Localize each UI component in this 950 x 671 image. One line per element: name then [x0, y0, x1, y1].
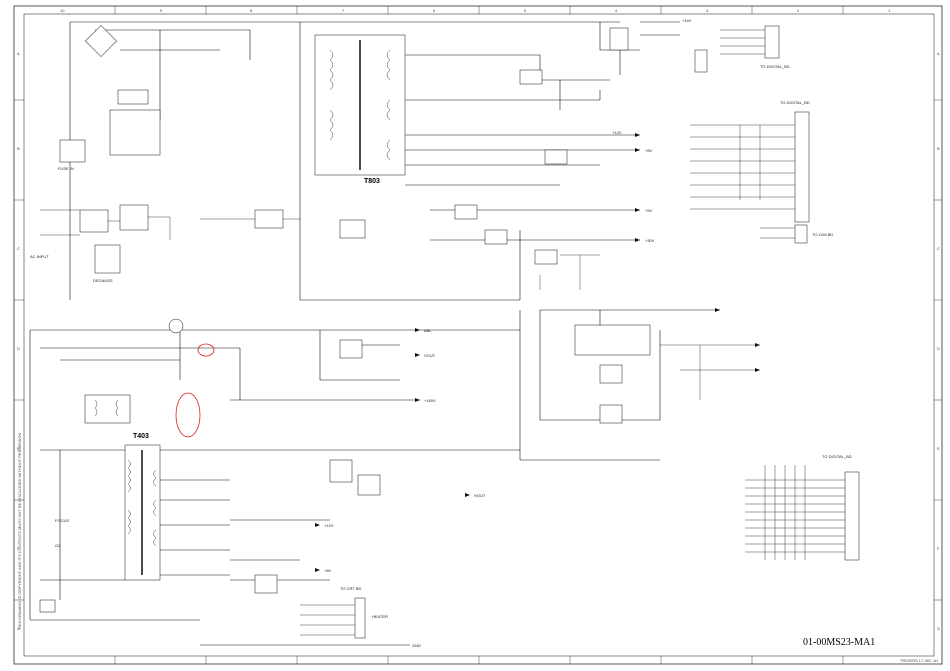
regulator-ic: [484, 229, 508, 245]
row-label: D: [17, 346, 20, 351]
row-label: G: [937, 626, 940, 631]
connector-label: TO CRT BD: [340, 586, 361, 591]
line-choke: [119, 204, 149, 231]
row-label: A: [17, 51, 20, 56]
regulator-ic: [357, 474, 381, 496]
upper-psu-section: FUSE IN AC INPUT DEGAUSS T803 +14V +: [30, 18, 692, 301]
connector-label: TO DIGITAL_BD: [822, 454, 852, 459]
net-label: G2: [55, 543, 61, 548]
markup-circle: [197, 343, 215, 357]
net-label: VOUT: [424, 353, 436, 358]
col-label: 1: [888, 8, 891, 13]
col-label: 9: [160, 8, 163, 13]
connector-label: TO LVM BD: [812, 232, 833, 237]
regulator-ic: [544, 149, 568, 165]
net-label: +8V: [645, 148, 653, 153]
side-note: THIS DRAWING IS COPYRIGHT AND ITS CONTEN…: [17, 433, 22, 630]
net-label: +12V: [324, 523, 334, 528]
row-label: C: [937, 246, 940, 251]
regulator-ic: [454, 204, 478, 220]
lower-deflection-section: T403 FOCUS G2 ABL VOUT +180V HOUT +12V +…: [29, 310, 660, 648]
ac-input-label: AC INPUT: [30, 254, 49, 259]
row-label: E: [17, 446, 20, 451]
bridge-rectifier: [85, 25, 117, 57]
col-label: 5: [524, 8, 527, 13]
main-transformer-label: T803: [364, 178, 380, 185]
standby-regulator: [339, 219, 366, 239]
degauss-relay: [94, 244, 121, 274]
row-label: G: [17, 626, 20, 631]
col-label: 3: [706, 8, 709, 13]
pwm-controller-ic: [109, 109, 161, 156]
connector-small: [694, 49, 708, 73]
col-label: 8: [250, 8, 253, 13]
row-label: D: [937, 346, 940, 351]
markup-circle: [175, 392, 201, 438]
net-label: GND: [412, 643, 421, 648]
net-label: ABL: [424, 328, 432, 333]
fuse-holder: [59, 139, 86, 163]
row-label: E: [937, 446, 940, 451]
fuse-label: FUSE IN: [58, 166, 74, 171]
line-filter: [79, 209, 109, 233]
protection-section: [539, 308, 760, 424]
net-label: +30V: [645, 238, 655, 243]
connector-header: [764, 25, 780, 59]
net-label: +14V: [682, 18, 692, 23]
sheet-border: [13, 5, 943, 665]
inner-border: [23, 13, 935, 657]
col-label: 2: [797, 8, 800, 13]
net-label: HOUT: [474, 493, 486, 498]
col-label: 10: [60, 8, 65, 13]
row-label: F: [937, 546, 940, 551]
connector-small: [794, 224, 808, 244]
col-label: 7: [342, 8, 345, 13]
col-label: 4: [615, 8, 618, 13]
connector-label: TO DIGITAL_BD: [760, 64, 790, 69]
driver-transformer: [84, 394, 131, 424]
connector-header: [844, 471, 860, 561]
net-label: +12V: [612, 130, 622, 135]
comparator-ic: [599, 364, 623, 384]
yoke-connector: [168, 318, 184, 334]
transistor-array: [329, 459, 353, 483]
row-label: C: [17, 246, 20, 251]
protection-ic: [574, 324, 651, 356]
mid-right-connector: TO DIGITAL_BD TO LVM BD: [690, 100, 833, 244]
regulator-ic: [534, 249, 558, 265]
connector-small: [39, 599, 56, 613]
column-labels: 10 9 8 7 6 5 4 3 2 1: [60, 8, 891, 13]
optocoupler: [254, 209, 284, 229]
connector-label: TO DIGITAL_BD: [780, 100, 810, 105]
net-label: +5V: [645, 208, 653, 213]
row-label: B: [937, 146, 940, 151]
regulator-ic: [254, 574, 278, 594]
flyback-label: T403: [133, 433, 149, 440]
drawing-number: 01-00MS23-MA1: [803, 637, 875, 648]
net-label: +8V: [324, 568, 332, 573]
row-label: F: [17, 546, 20, 551]
col-label: 6: [433, 8, 436, 13]
row-label: B: [17, 146, 20, 151]
connector-header: [794, 111, 810, 223]
degauss-label: DEGAUSS: [93, 278, 113, 283]
mosfet: [609, 27, 629, 51]
connector-header: [354, 597, 366, 639]
row-labels: A B C D E F G A B C D E F G: [17, 51, 940, 631]
column-ticks: [114, 6, 844, 664]
top-right-connector: TO DIGITAL_BD: [694, 25, 790, 73]
net-label: FOCUS: [55, 518, 69, 523]
corner-text: TRIGERS L7 INC. A1: [900, 658, 939, 663]
regulator-ic: [519, 69, 543, 85]
vertical-ic: [339, 339, 363, 359]
net-label: HEATER: [372, 614, 388, 619]
net-label: +180V: [424, 398, 436, 403]
row-label: A: [937, 51, 940, 56]
ic-pins: [117, 89, 149, 105]
bottom-right-connector: TO DIGITAL_BD: [745, 454, 860, 561]
comparator-ic: [599, 404, 623, 424]
row-ticks: [14, 99, 942, 601]
